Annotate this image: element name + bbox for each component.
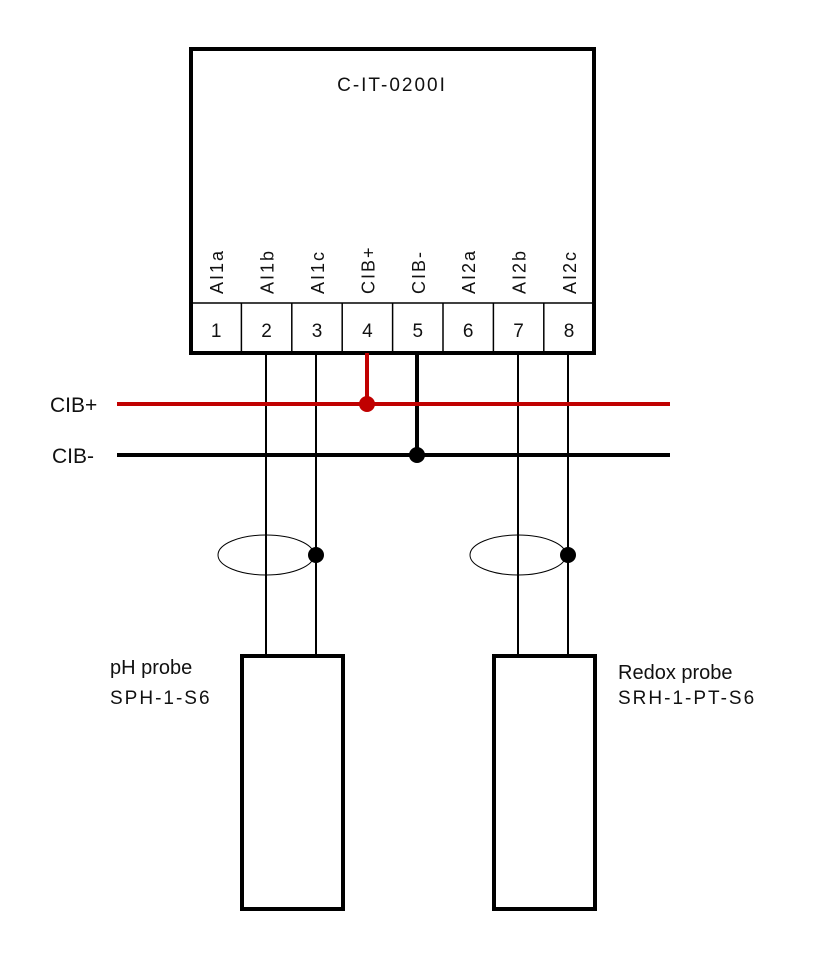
redox-probe-name: Redox probe (618, 662, 733, 684)
module-title: C-IT-0200I (337, 75, 447, 96)
cib-plus-label: CIB+ (50, 394, 97, 417)
cib-plus-junction (359, 396, 375, 412)
ph-probe-name: pH probe (110, 657, 192, 679)
shield-1-junction (308, 547, 324, 563)
redox-probe-body (492, 654, 597, 911)
ph-probe-model: SPH-1-S6 (110, 688, 212, 709)
terminal-label: AI2a (459, 249, 479, 294)
terminal-number: 3 (312, 321, 323, 342)
terminal-label: AI2b (510, 249, 530, 294)
terminal-number: 4 (362, 321, 373, 342)
terminal-number: 2 (261, 321, 272, 342)
shield-2-junction (560, 547, 576, 563)
terminal-number: 6 (463, 321, 474, 342)
terminal-number: 8 (564, 321, 575, 342)
terminal-label: AI2c (560, 250, 580, 294)
terminal-label: CIB+ (358, 245, 378, 294)
terminal-label: AI1a (207, 249, 227, 294)
terminal-number: 5 (413, 321, 424, 342)
terminal-label: AI1c (308, 250, 328, 294)
terminal-label: CIB- (409, 250, 429, 294)
cib-minus-junction (409, 447, 425, 463)
redox-probe-model: SRH-1-PT-S6 (618, 688, 756, 709)
terminal-number: 1 (211, 321, 222, 342)
terminal-strip: 1 AI1a 2 AI1b 3 AI1c 4 CIB+ 5 CIB- 6 AI2a 7 AI2b 8 AI2c (207, 245, 580, 353)
ph-probe-body (240, 654, 345, 911)
terminal-number: 7 (513, 321, 524, 342)
cib-minus-label: CIB- (52, 445, 94, 468)
terminal-label: AI1b (258, 249, 278, 294)
